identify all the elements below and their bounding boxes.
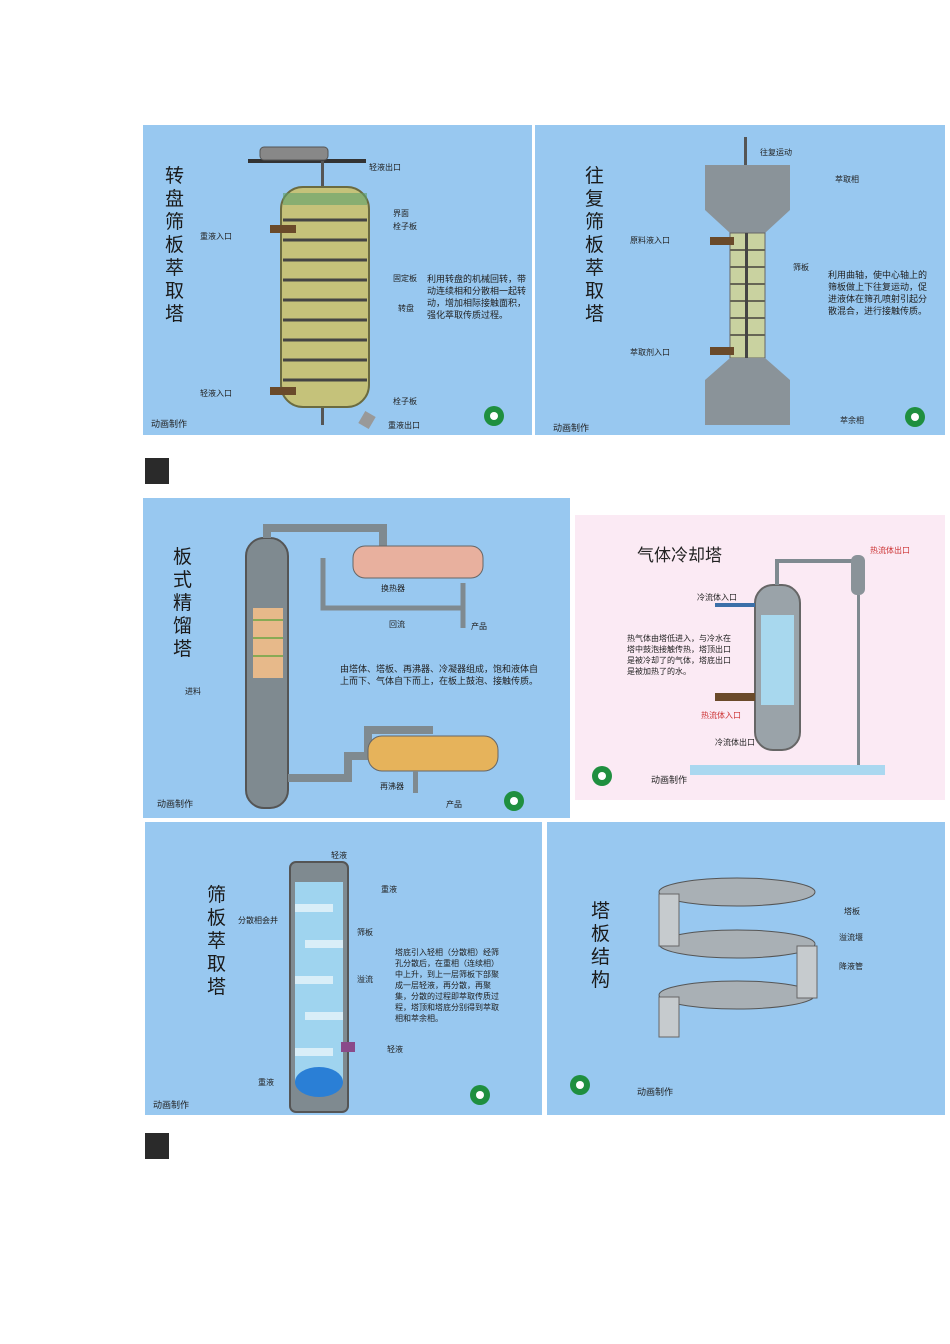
section-marker xyxy=(145,458,169,484)
panel-description: 利用曲轴，使中心轴上的筛板做上下往复运动，促进液体在筛孔喷射引起分散混合，进行接… xyxy=(828,271,928,317)
panel-description: 利用转盘的机械回转，带动连续相和分散相一起转动，增加相际接触面积，强化萃取传质过… xyxy=(427,275,527,321)
label-heavy-liquid-top: 重液 xyxy=(381,885,397,894)
label-light-liquid-top: 轻液 xyxy=(331,851,347,860)
label-stator-ring-top: 栓子板 xyxy=(393,222,417,231)
panel-reciprocating-extractor: 往复筛板萃取塔 往复运动 萃取相 原料液入口 筛板 萃取剂入口 萃余相 利用曲轴… xyxy=(535,125,945,435)
panel-rotating-disc-extractor: 转盘筛板萃取塔 轻液出口 界面 栓子板 重液入口 固定板 转盘 轻液入口 栓子板… xyxy=(143,125,532,435)
label-solvent-inlet: 萃取剂入口 xyxy=(630,348,670,357)
logo-icon xyxy=(570,1075,590,1095)
panel-plate-distillation: 板式精馏塔 换热器 回流 产品 进料 再沸器 产品 由塔体、塔板、再沸器、冷凝器… xyxy=(143,498,570,818)
logo-icon xyxy=(592,766,612,786)
panel-sieve-plate-extractor: 筛板萃取塔 轻液 重液 分散相会并 筛板 溢流 轻液 重液 塔底引入轻相（分散相… xyxy=(145,822,542,1115)
label-raffinate: 萃余相 xyxy=(840,416,864,425)
label-overflow: 溢流 xyxy=(357,975,373,984)
rotating-disc-tower-illustration xyxy=(248,146,376,430)
label-feed-inlet: 原料液入口 xyxy=(630,236,670,245)
label-stator-ring-bottom: 栓子板 xyxy=(393,397,417,406)
label-interface: 界面 xyxy=(393,209,409,218)
logo-icon xyxy=(470,1085,490,1105)
logo-icon xyxy=(504,791,524,811)
label-weir: 溢流堰 xyxy=(839,933,863,942)
label-dispersed-coalescence: 分散相会并 xyxy=(238,916,278,925)
credit-text: 动画制作 xyxy=(151,420,188,430)
label-light-liquid-inlet: 轻液入口 xyxy=(200,389,232,398)
label-rotor-disc: 转盘 xyxy=(398,304,414,313)
panel-title: 转盘筛板萃取塔 xyxy=(165,165,185,325)
label-reciprocating-motion: 往复运动 xyxy=(760,148,792,157)
panel-title: 气体冷却塔 xyxy=(637,546,722,566)
panel-tray-structure: 塔板结构 塔板 溢流堰 降液管 动画制作 xyxy=(547,822,945,1115)
distillation-tower-illustration xyxy=(245,524,499,809)
label-light-liquid-bottom: 轻液 xyxy=(387,1045,403,1054)
label-tray: 塔板 xyxy=(844,907,860,916)
label-heavy-liquid-outlet: 重液出口 xyxy=(388,421,420,430)
logo-icon xyxy=(905,407,925,427)
logo-icon xyxy=(484,406,504,426)
panel-description: 热气体由塔低进入，与冷水在塔中鼓泡接触传热，塔顶出口是被冷却了的气体，塔底出口是… xyxy=(627,634,731,676)
label-heavy-liquid-inlet: 重液入口 xyxy=(200,232,232,241)
label-light-liquid-outlet: 轻液出口 xyxy=(369,163,401,172)
panel-title: 板式精馏塔 xyxy=(173,546,193,660)
panel-gas-cooling-tower: 气体冷却塔 热流体出口 冷流体入口 热流体入口 冷流体出口 热气体由塔低进入，与… xyxy=(575,515,945,800)
label-top-product: 产品 xyxy=(471,622,487,631)
label-hot-fluid-inlet: 热流体入口 xyxy=(701,711,741,720)
label-reflux: 回流 xyxy=(389,620,405,629)
label-feed: 进料 xyxy=(185,687,201,696)
label-fixed-plate: 固定板 xyxy=(393,274,417,283)
label-extract-phase: 萃取相 xyxy=(835,175,859,184)
panel-description: 塔底引入轻相（分散相）经筛孔分散后，在重相（连续相）中上升，到上一层筛板下部聚成… xyxy=(395,948,499,1023)
label-sieve-plate: 筛板 xyxy=(793,263,809,272)
credit-text: 动画制作 xyxy=(637,1088,674,1098)
credit-text: 动画制作 xyxy=(553,424,590,434)
label-sieve-plate: 筛板 xyxy=(357,928,373,937)
sieve-extractor-illustration xyxy=(289,861,355,1113)
panel-description: 由塔体、塔板、再沸器、冷凝器组成，饱和液体自上而下、气体自下而上，在板上鼓泡、接… xyxy=(340,665,539,687)
panel-title: 往复筛板萃取塔 xyxy=(585,165,605,325)
label-heat-exchanger: 换热器 xyxy=(381,584,405,593)
label-heavy-liquid-bottom: 重液 xyxy=(258,1078,274,1087)
label-cold-fluid-inlet: 冷流体入口 xyxy=(697,593,737,602)
label-cold-fluid-outlet: 冷流体出口 xyxy=(715,738,755,747)
label-hot-fluid-outlet: 热流体出口 xyxy=(870,546,910,555)
credit-text: 动画制作 xyxy=(157,800,194,810)
label-downcomer: 降液管 xyxy=(839,962,863,971)
panel-title: 筛板萃取塔 xyxy=(207,884,227,998)
label-reboiler: 再沸器 xyxy=(380,782,404,791)
label-bottom-product: 产品 xyxy=(446,800,462,809)
credit-text: 动画制作 xyxy=(651,776,688,786)
cooling-tower-illustration xyxy=(690,555,885,775)
credit-text: 动画制作 xyxy=(153,1101,190,1111)
section-marker xyxy=(145,1133,169,1159)
panel-title: 塔板结构 xyxy=(591,900,611,991)
reciprocating-tower-illustration xyxy=(705,137,790,425)
tray-structure-illustration xyxy=(658,877,818,1038)
